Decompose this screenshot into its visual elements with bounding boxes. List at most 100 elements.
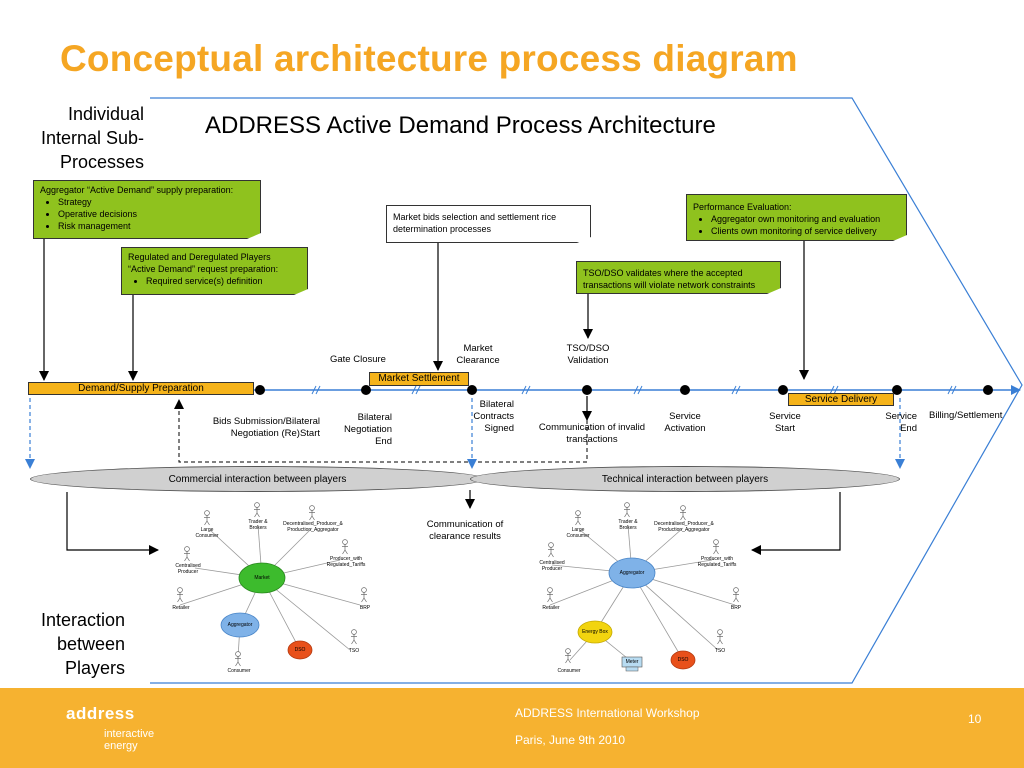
phase-market-settlement: Market Settlement: [369, 372, 469, 386]
note-item: Aggregator own monitoring and evaluation: [711, 213, 900, 225]
node-dso-label: DSO: [677, 657, 689, 663]
label-line: Market: [463, 343, 493, 354]
side-label-line: between: [56, 634, 125, 654]
label-line: Contracts: [473, 411, 514, 422]
node-dso-label: DSO: [294, 647, 306, 653]
label-line: clearance results: [429, 531, 501, 542]
pill-commercial-interaction: Commercial interaction between players: [30, 466, 485, 492]
page-fold-icon: [577, 237, 591, 243]
label-tso-validation: TSO/DSO Validation: [558, 343, 618, 367]
node-energy-box-label: Energy Box: [582, 629, 608, 635]
note-line: Market bids selection and settlement ric…: [393, 212, 557, 222]
actor-label: Large Consumer: [195, 527, 219, 539]
label-contracts-signed: Bilateral Contracts Signed: [460, 399, 514, 435]
note-performance: Performance Evaluation: Aggregator own m…: [686, 194, 907, 241]
label-service-activation: Service Activation: [654, 411, 716, 435]
label-line: Start: [774, 423, 796, 434]
label-line: transactions: [566, 434, 618, 445]
label-line: Service: [769, 411, 801, 422]
page-number: 10: [968, 712, 982, 726]
actor-icons-right: [547, 502, 739, 664]
page-fold-icon: [294, 289, 308, 295]
actor-label: Decentralised_Producer_& Production_Aggr…: [654, 521, 714, 533]
footer-place-date: Paris, June 9th 2010: [515, 733, 626, 747]
actor-label: Centralised Producer: [539, 560, 565, 572]
actor-label: Centralised Producer: [175, 563, 201, 575]
label-line: Bids Submission/Bilateral: [212, 416, 320, 427]
page-fold-icon: [767, 288, 781, 294]
actor-label: Consumer: [227, 668, 251, 674]
phase-service-delivery: Service Delivery: [788, 393, 894, 406]
label-line: Service: [669, 411, 701, 422]
footer-workshop: ADDRESS International Workshop: [515, 706, 700, 720]
actor-label: Retailer: [542, 605, 560, 611]
side-label-subprocesses: Individual Internal Sub- Processes: [0, 102, 144, 174]
note-line: transactions will violate network constr…: [583, 280, 756, 290]
label-line: Service: [885, 411, 917, 422]
actor-icons-left: [177, 502, 367, 667]
label-market-clearance: Market Clearance: [450, 343, 506, 367]
side-label-line: Individual: [67, 104, 144, 124]
page-fold-icon: [247, 233, 261, 239]
actor-label: Large Consumer: [566, 527, 590, 539]
page-fold-icon: [893, 235, 907, 241]
note-item: Clients own monitoring of service delive…: [711, 225, 900, 237]
actor-label: Decentralised_Producer_& Production_Aggr…: [283, 521, 343, 533]
note-line: “Active Demand” request preparation:: [128, 264, 279, 274]
label-invalid-transactions: Communication of invalid transactions: [530, 422, 654, 446]
label-bilateral-end: Bilateral Negotiation End: [330, 412, 392, 448]
label-line: End: [900, 423, 917, 434]
label-line: Activation: [664, 423, 706, 434]
note-title: Aggregator “Active Demand” supply prepar…: [40, 185, 234, 195]
node-aggregator-label: Aggregator: [227, 622, 253, 628]
chevron-outline: [150, 97, 1023, 684]
phase-demand-supply: Demand/Supply Preparation: [28, 382, 254, 395]
actor-label: Trader & Brokers: [618, 519, 638, 531]
label-bids-submission: Bids Submission/Bilateral Negotiation (R…: [190, 416, 320, 440]
logo-subtitle-2: energy: [104, 740, 138, 752]
note-item: Risk management: [58, 220, 254, 232]
label-line: Validation: [567, 355, 609, 366]
actor-label: TSO: [714, 648, 726, 654]
label-line: Bilateral: [479, 399, 514, 410]
actor-label: Retailer: [172, 605, 190, 611]
actor-label: BRP: [730, 605, 742, 611]
label-line: Signed: [484, 423, 514, 434]
note-aggregator-preparation: Aggregator “Active Demand” supply prepar…: [33, 180, 261, 239]
label-line: Communication of invalid: [538, 422, 646, 433]
label-line: End: [375, 436, 392, 447]
side-label-line: Interaction: [40, 610, 125, 630]
node-aggregator-label: Aggregator: [619, 570, 645, 576]
note-market-bids: Market bids selection and settlement ric…: [386, 205, 591, 243]
pill-technical-interaction: Technical interaction between players: [470, 466, 900, 492]
actor-label: Consumer: [557, 668, 581, 674]
actor-label: BRP: [359, 605, 371, 611]
label-line: Communication of: [426, 519, 504, 530]
note-line: determination processes: [393, 224, 492, 234]
note-item: Operative decisions: [58, 208, 254, 220]
actor-label: Trader & Brokers: [248, 519, 268, 531]
note-tso-dso: TSO/DSO validates where the accepted tra…: [576, 261, 781, 294]
slide-title: Conceptual architecture process diagram: [60, 38, 798, 79]
label-service-start: Service Start: [760, 411, 810, 435]
label-line: TSO/DSO: [566, 343, 610, 354]
logo-subtitle-1: interactive: [104, 728, 155, 740]
actor-label: TSO: [348, 648, 360, 654]
note-item: Required service(s) definition: [146, 275, 301, 287]
label-clearance-results: Communication of clearance results: [410, 519, 520, 543]
note-title: Performance Evaluation:: [693, 202, 792, 212]
note-line: Regulated and Deregulated Players: [128, 252, 271, 262]
label-service-end: Service End: [870, 411, 917, 435]
node-meter-label: Meter: [625, 659, 639, 665]
label-billing: Billing/Settlement: [929, 410, 1003, 421]
address-logo: address: [66, 704, 135, 724]
note-item: Strategy: [58, 196, 254, 208]
side-label-line: Internal Sub-: [40, 128, 144, 148]
label-line: Negotiation (Re)Start: [230, 428, 320, 439]
label-line: Clearance: [456, 355, 500, 366]
side-label-line: Processes: [59, 152, 144, 172]
footer-bar: [0, 688, 1024, 768]
diagram-title: ADDRESS Active Demand Process Architectu…: [205, 112, 716, 139]
label-gate-closure: Gate Closure: [330, 354, 386, 365]
